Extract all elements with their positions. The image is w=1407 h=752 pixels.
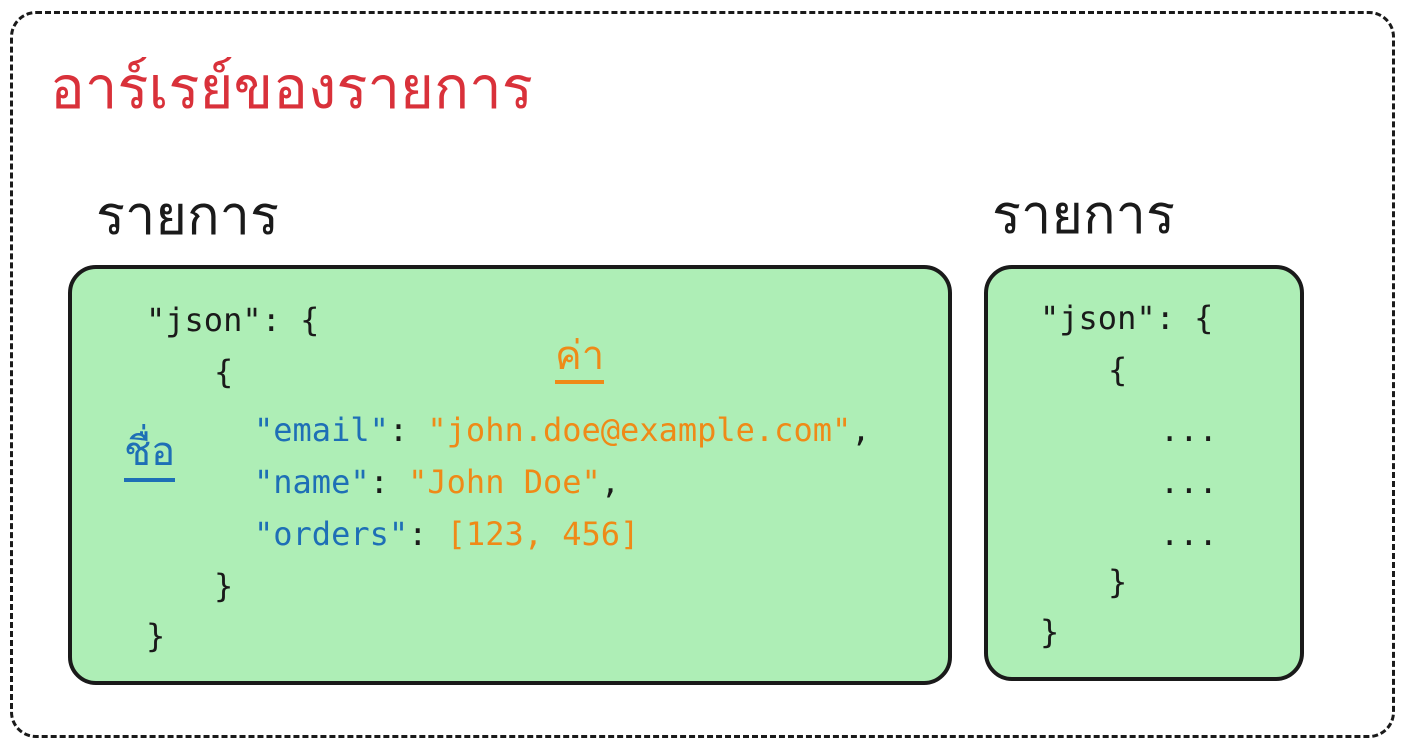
ellipsis-1: ... <box>1160 411 1218 449</box>
field-value-orders: [123, 456] <box>446 515 640 553</box>
ellipsis-2: ... <box>1160 463 1218 501</box>
json-open-1: "json": { <box>146 301 320 339</box>
field-row-orders: "orders": [123, 456] <box>254 514 639 554</box>
array-frame <box>10 11 1395 738</box>
json-close-1: } <box>146 617 166 655</box>
inner-open-2: { <box>1108 351 1128 389</box>
field-trail-name: , <box>600 463 621 501</box>
field-sep-name: : <box>369 463 409 501</box>
field-key-email: "email" <box>254 411 389 449</box>
field-sep-email: : <box>388 411 428 449</box>
diagram-title: อาร์เรย์ของรายการ <box>50 54 533 122</box>
item-box-2 <box>984 265 1304 681</box>
field-trail-email: , <box>851 411 871 449</box>
inner-close-2: } <box>1108 563 1128 601</box>
name-annotation: ชื่อ <box>124 428 176 482</box>
inner-close-1: } <box>214 567 234 605</box>
field-value-name: "John Doe" <box>408 463 601 501</box>
value-annotation: ค่า <box>555 332 605 384</box>
field-row-name: "name": "John Doe", <box>254 462 620 502</box>
field-key-orders: "orders" <box>254 515 409 553</box>
field-value-email: "john.doe@example.com" <box>427 411 852 449</box>
item-label-1: รายการ <box>96 184 279 247</box>
item-label-2: รายการ <box>992 183 1175 246</box>
json-close-2: } <box>1040 613 1060 651</box>
field-sep-orders: : <box>408 515 447 553</box>
field-key-name: "name" <box>254 463 370 501</box>
item-box-1 <box>68 265 952 685</box>
inner-open-1: { <box>214 353 234 391</box>
ellipsis-3: ... <box>1160 515 1218 553</box>
json-open-2: "json": { <box>1040 299 1214 337</box>
field-row-email: "email": "john.doe@example.com", <box>254 410 871 450</box>
